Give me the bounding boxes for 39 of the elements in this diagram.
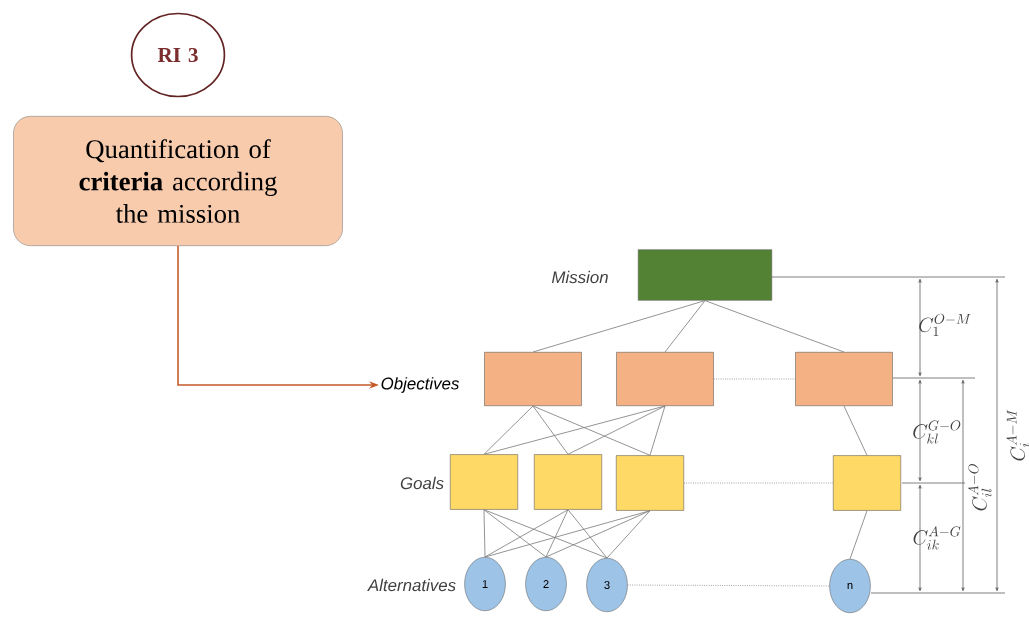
connector-line <box>704 300 845 353</box>
connector-line <box>567 509 608 559</box>
connector-line <box>483 405 534 455</box>
connector-line <box>567 405 666 455</box>
connector-line <box>484 509 569 558</box>
connector-line <box>713 378 796 380</box>
connector-line <box>483 509 486 558</box>
dimension-label: $C_i^{A-M}$ <box>1006 409 1029 461</box>
dimension-label: $C_{kl}^{G-O}$ <box>913 420 961 444</box>
connector-line <box>484 510 651 558</box>
connector-line <box>532 405 569 455</box>
dimension-label: $C_1^{O-M}$ <box>919 313 971 337</box>
connector-line <box>483 509 608 559</box>
connector-line <box>483 405 666 455</box>
connector-line <box>532 300 706 353</box>
hierarchy-box <box>637 249 773 301</box>
connector-line <box>545 510 651 558</box>
connector-line <box>606 510 651 559</box>
connector-line <box>649 405 666 456</box>
connector-line <box>483 509 547 558</box>
connector-line <box>683 482 834 484</box>
dimension-label: $C_{ik}^{A-G}$ <box>913 526 961 550</box>
hierarchy-box <box>833 455 902 511</box>
connector-line <box>545 509 569 558</box>
dimension-label: $C_{il}^{A-O}$ <box>968 463 992 511</box>
step-box: Quantification of criteria according the mission <box>13 116 343 246</box>
level-label: Objectives <box>381 377 460 393</box>
hierarchy-box <box>450 454 519 510</box>
connector-line <box>843 405 868 456</box>
hierarchy-box <box>616 455 685 511</box>
connector-line <box>849 510 868 560</box>
level-label: Mission <box>551 270 608 284</box>
connector-line <box>627 584 830 587</box>
connector-line <box>532 405 651 456</box>
hierarchy-box <box>484 352 582 406</box>
hierarchy-box <box>795 352 893 406</box>
connector-line <box>664 300 706 353</box>
hierarchy-box <box>616 352 714 406</box>
hierarchy-box <box>534 454 603 510</box>
